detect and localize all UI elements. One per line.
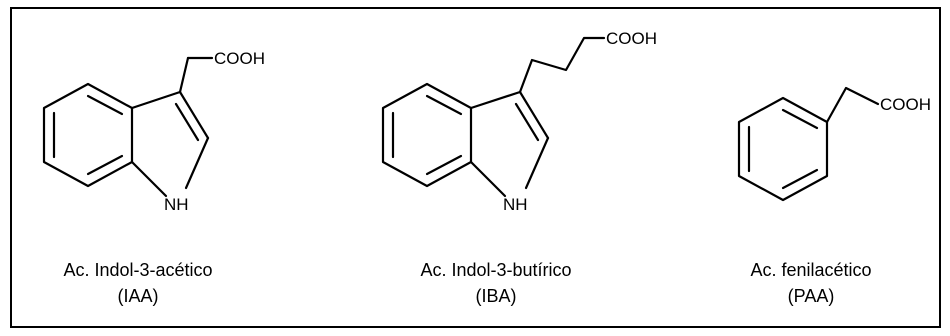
iba-name: Ac. Indol-3-butírico: [420, 260, 572, 280]
paa-caption: Ac. fenilacético (PAA): [716, 257, 906, 309]
iba-caption: Ac. Indol-3-butírico (IBA): [376, 257, 616, 309]
iaa-nh-label: NH: [164, 195, 189, 214]
iaa-benzene-ring: [42, 82, 134, 188]
iaa-cooh-label: COOH: [214, 49, 265, 68]
iba-benzene-ring: [381, 82, 473, 188]
iaa-side-chain: [178, 56, 214, 94]
iba-pyrrole-ring: [469, 90, 550, 198]
paa-side-chain: [825, 86, 880, 124]
iba-abbreviation: (IBA): [475, 286, 517, 306]
paa-name: Ac. fenilacético: [750, 260, 872, 280]
iaa-pyrrole-ring: [130, 90, 210, 198]
iaa-abbreviation: (IAA): [117, 286, 159, 306]
iba-structure: COOH NH: [381, 29, 657, 214]
paa-abbreviation: (PAA): [787, 286, 835, 306]
paa-cooh-label: COOH: [880, 95, 931, 114]
iaa-name: Ac. Indol-3-acético: [63, 260, 213, 280]
paa-benzene-ring: [737, 96, 829, 202]
iba-side-chain: [518, 36, 606, 94]
iba-nh-label: NH: [503, 195, 528, 214]
iaa-structure: COOH NH: [42, 49, 265, 214]
paa-structure: COOH: [737, 86, 931, 202]
iaa-caption: Ac. Indol-3-acético (IAA): [28, 257, 248, 309]
iba-cooh-label: COOH: [606, 29, 657, 48]
